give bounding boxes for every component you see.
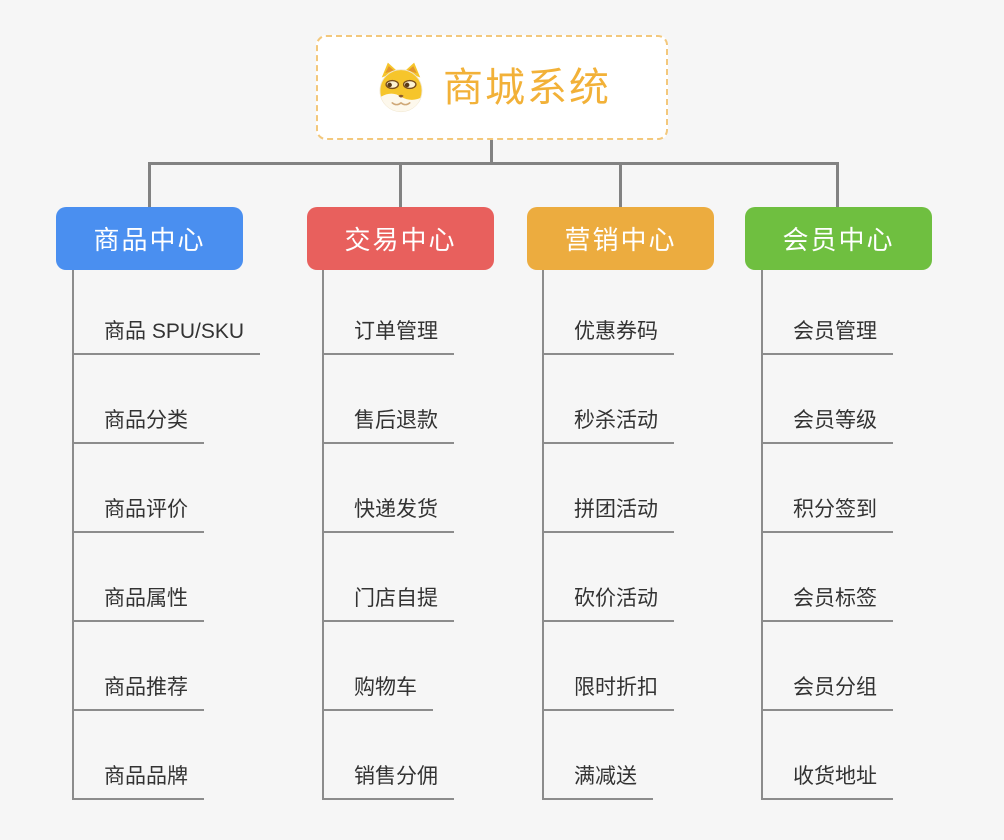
connector-horizontal [148,162,839,165]
branch-trunk-line [761,270,763,800]
leaf-node[interactable]: 会员管理 [761,318,893,355]
leaf-node[interactable]: 门店自提 [322,585,454,622]
branch-marketing-center[interactable]: 营销中心 [527,207,714,270]
root-title: 商城系统 [443,65,611,110]
leaf-node[interactable]: 商品品牌 [72,763,204,800]
connector-branch-stub [148,163,151,207]
leaf-node[interactable]: 售后退款 [322,407,454,444]
leaf-node[interactable]: 商品评价 [72,496,204,533]
leaf-node[interactable]: 拼团活动 [542,496,674,533]
leaf-node[interactable]: 秒杀活动 [542,407,674,444]
connector-root-stub [490,140,493,163]
leaf-node[interactable]: 会员标签 [761,585,893,622]
leaf-node[interactable]: 购物车 [322,674,433,711]
leaf-node[interactable]: 订单管理 [322,318,454,355]
branch-product-center[interactable]: 商品中心 [56,207,243,270]
connector-branch-stub [399,163,402,207]
connector-branch-stub [619,163,622,207]
leaf-node[interactable]: 会员等级 [761,407,893,444]
leaf-node[interactable]: 限时折扣 [542,674,674,711]
leaf-node[interactable]: 会员分组 [761,674,893,711]
branch-label: 营销中心 [564,225,677,255]
leaf-node[interactable]: 快递发货 [322,496,454,533]
leaf-node[interactable]: 商品属性 [72,585,204,622]
branch-trunk-line [542,270,544,800]
leaf-node[interactable]: 商品推荐 [72,674,204,711]
branch-trunk-line [322,270,324,800]
leaf-node[interactable]: 收货地址 [761,763,893,800]
leaf-node[interactable]: 满减送 [542,763,653,800]
leaf-node[interactable]: 积分签到 [761,496,893,533]
leaf-node[interactable]: 销售分佣 [322,763,454,800]
branch-label: 商品中心 [93,225,206,255]
leaf-node[interactable]: 商品 SPU/SKU [72,318,261,355]
leaf-node[interactable]: 砍价活动 [542,585,674,622]
leaf-node[interactable]: 优惠券码 [542,318,674,355]
leaf-node[interactable]: 商品分类 [72,407,204,444]
branch-trunk-line [72,270,74,800]
branch-trade-center[interactable]: 交易中心 [307,207,494,270]
connector-branch-stub [836,163,839,207]
branch-label: 交易中心 [344,225,457,255]
branch-label: 会员中心 [782,225,895,255]
root-node[interactable]: 商城系统 [316,35,668,140]
doge-face-icon [379,62,423,112]
branch-member-center[interactable]: 会员中心 [745,207,932,270]
